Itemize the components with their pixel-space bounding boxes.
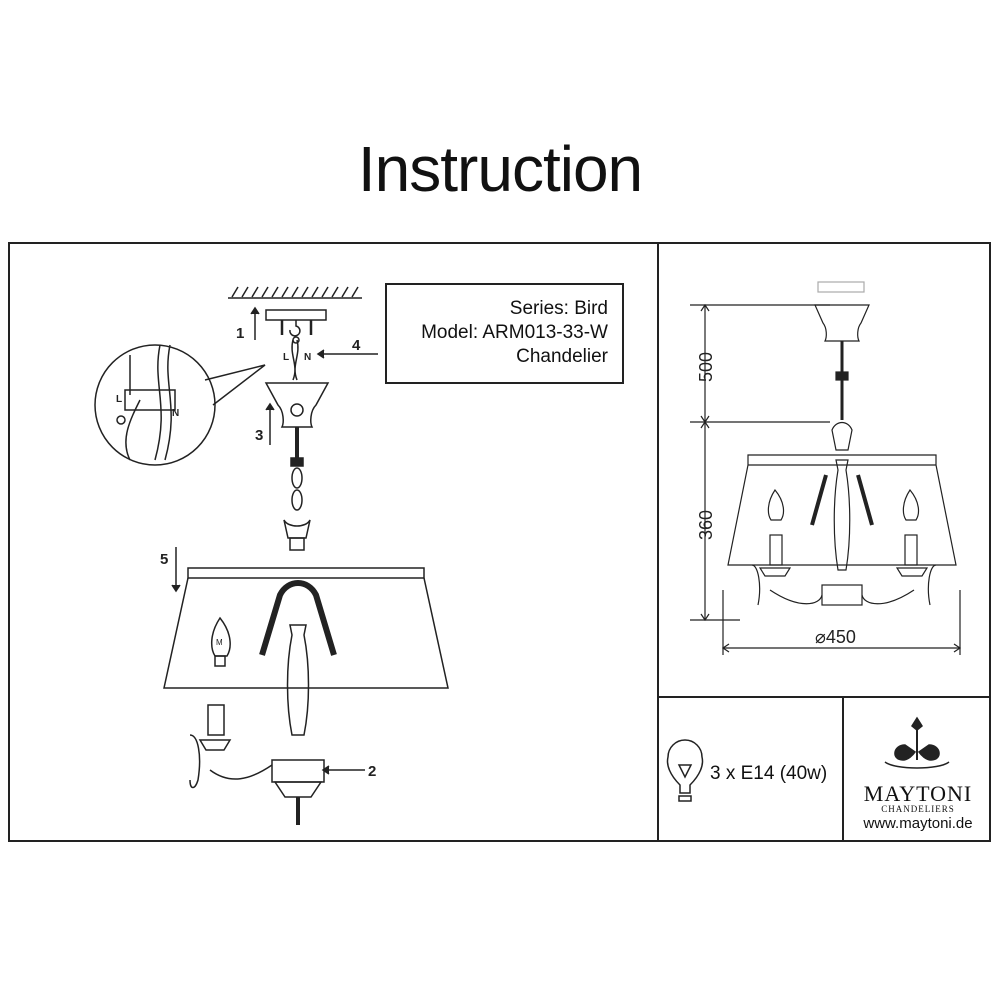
page-title: Instruction — [357, 133, 643, 205]
model-label: Model: ARM013-33-W — [421, 322, 608, 343]
divider — [842, 696, 844, 842]
wiring-detail-callout — [94, 344, 266, 466]
step-5-label: 5 — [160, 551, 168, 568]
bulb-marking: M — [216, 638, 223, 647]
step-2-label: 2 — [368, 763, 376, 780]
divider — [657, 242, 659, 842]
step-4-label: 4 — [352, 337, 361, 354]
bulb-spec-icon — [666, 739, 704, 802]
product-info-box: Series: Bird Model: ARM013-33-W Chandeli… — [385, 283, 624, 384]
maytoni-logo-icon — [884, 716, 950, 769]
step-1-label: 1 — [236, 325, 244, 342]
mounting-bracket-icon — [265, 309, 327, 337]
brand-url[interactable]: www.maytoni.de — [863, 815, 973, 832]
dimension-diameter: ⌀450 — [815, 627, 856, 647]
bulb-spec-text: 3 x E14 (40w) — [710, 763, 828, 784]
product-type-label: Chandelier — [516, 346, 608, 367]
lamp-shade-icon — [163, 567, 449, 689]
divider — [657, 696, 991, 698]
series-label: Series: Bird — [509, 298, 608, 319]
instruction-frame — [8, 242, 991, 842]
live-label: L — [283, 352, 289, 363]
chandelier-body-icon — [189, 624, 325, 825]
bulb-icon — [210, 616, 231, 667]
neutral-label: N — [304, 352, 311, 363]
brand-name: MAYTONI — [863, 781, 973, 806]
dimension-500: 500 — [696, 352, 716, 382]
ceiling-hatch — [228, 286, 362, 299]
dimension-360: 360 — [696, 510, 716, 540]
detail-neutral-label: N — [172, 408, 179, 419]
step-3-label: 3 — [255, 427, 263, 444]
chandelier-front-view-icon — [727, 281, 957, 606]
detail-live-label: L — [116, 394, 122, 405]
brand-tagline: CHANDELIERS — [881, 804, 955, 814]
canopy-icon — [264, 382, 330, 551]
